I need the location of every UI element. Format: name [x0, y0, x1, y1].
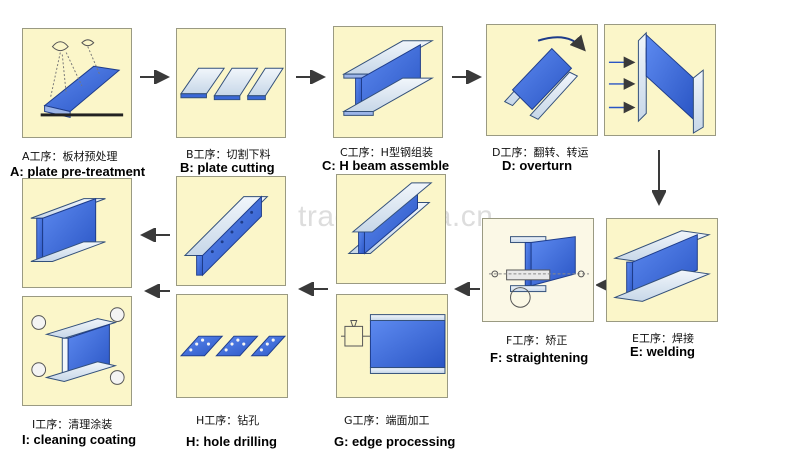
beam-end-view-illustration — [30, 197, 106, 263]
plate-cutting-illustration — [179, 67, 284, 101]
step-f-panel — [482, 218, 594, 322]
step-i-cn-label: I工序：清理涂装 — [32, 418, 113, 431]
hole-drilling-illustration — [179, 335, 287, 357]
step-h-en-label: H: hole drilling — [186, 434, 277, 449]
beam-drilled-illustration — [183, 195, 269, 277]
arrow-f-to-g — [454, 282, 480, 296]
step-g-cn-label: G工序：端面加工 — [344, 414, 430, 427]
arrow-d-to-e — [652, 150, 666, 206]
step-d-cn-label: D工序：翻转、转运 — [492, 146, 589, 159]
arrow-b-to-c — [296, 70, 326, 84]
step-e-en-label: E: welding — [630, 344, 695, 359]
arrow-c-to-d — [452, 70, 482, 84]
cleaning-coating-illustration — [31, 307, 125, 385]
step-d-panel-2 — [604, 24, 716, 136]
step-i-panel — [22, 296, 132, 406]
beam-side-illustration — [608, 31, 704, 134]
step-h-cn-label: H工序：钻孔 — [196, 414, 260, 427]
step-h-panel — [176, 294, 288, 398]
step-b-cn-label: B工序：切割下料 — [186, 148, 271, 161]
arrow-g-to-h — [298, 282, 328, 296]
step-g-en-label: G: edge processing — [334, 434, 456, 449]
step-c-cn-label: C工序：H型钢组装 — [340, 146, 433, 159]
step-f-en-label: F: straightening — [490, 350, 589, 365]
arrow-h-to-prep — [140, 228, 170, 242]
arrow-row2-to-i — [144, 284, 170, 298]
edge-processing-illustration — [341, 314, 446, 374]
step-g-panel — [336, 294, 448, 398]
step-c-en-label: C: H beam assemble — [322, 158, 450, 173]
h-beam-assemble-illustration — [341, 40, 435, 116]
step-d-en-label: D: overturn — [502, 158, 573, 173]
step-a-cn-label: A工序：板材预处理 — [22, 150, 118, 163]
step-a-en-label: A: plate pre-treatment — [10, 164, 146, 179]
step-i-prep-panel — [22, 178, 132, 288]
straightening-illustration — [488, 236, 589, 308]
plate-pretreatment-illustration — [40, 39, 124, 118]
step-b-panel — [176, 28, 286, 138]
step-g-prep-panel — [336, 174, 446, 284]
step-h-prep-panel — [176, 176, 286, 286]
beam-turned-illustration — [347, 182, 433, 255]
overturn-illustration — [503, 34, 586, 120]
step-c-panel — [333, 26, 443, 138]
step-i-en-label: I: cleaning coating — [22, 432, 137, 447]
welding-illustration — [613, 230, 711, 302]
step-e-panel — [606, 218, 718, 322]
step-b-en-label: B: plate cutting — [180, 160, 275, 175]
arrow-a-to-b — [140, 70, 170, 84]
step-a-panel — [22, 28, 132, 138]
step-d-panel — [486, 24, 598, 136]
step-f-cn-label: F工序：矫正 — [506, 334, 568, 347]
step-e-cn-label: E工序：焊接 — [632, 332, 694, 345]
